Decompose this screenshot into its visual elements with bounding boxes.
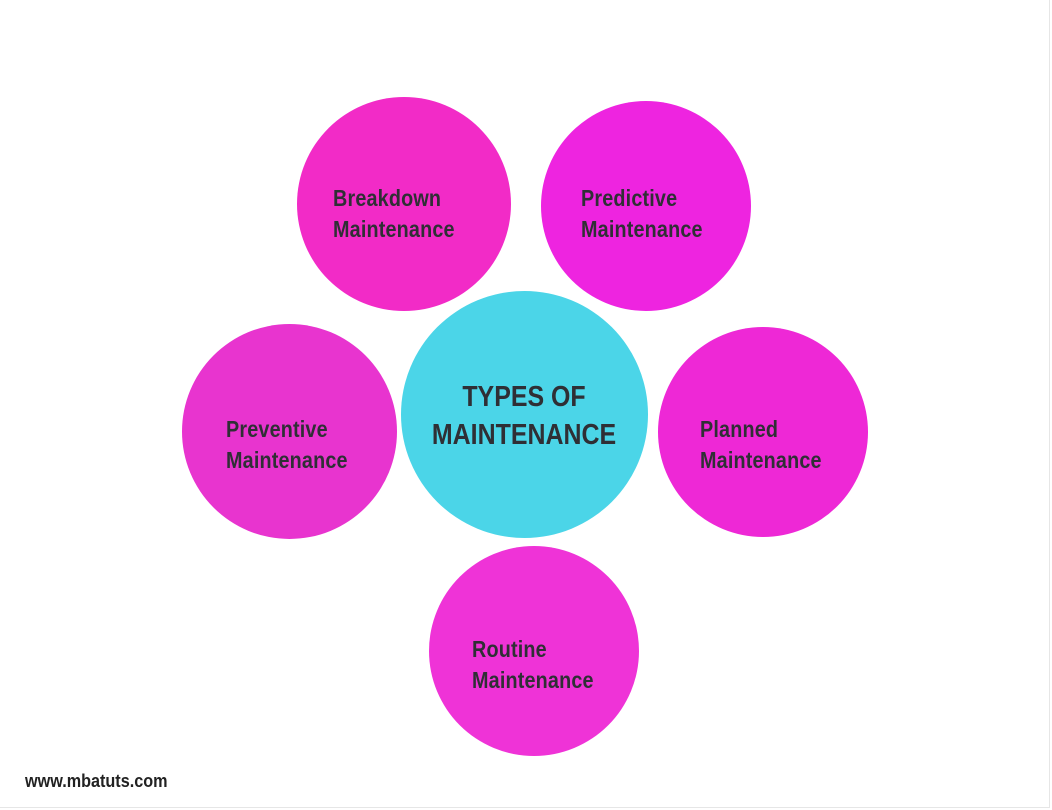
preventive-maintenance-circle — [182, 324, 397, 539]
routine-maintenance-circle — [429, 546, 639, 756]
center-title-line2: MAINTENANCE — [431, 419, 617, 451]
center-circle — [401, 291, 648, 538]
predictive-line2: Maintenance — [581, 216, 703, 242]
center-title: TYPES OF MAINTENANCE — [421, 378, 627, 454]
preventive-line1: Preventive — [226, 416, 328, 442]
planned-maintenance-circle — [658, 327, 868, 537]
breakdown-line1: Breakdown — [333, 185, 442, 211]
routine-maintenance-label: Routine Maintenance — [472, 634, 594, 696]
breakdown-maintenance-label: Breakdown Maintenance — [333, 183, 455, 245]
planned-line1: Planned — [700, 416, 779, 442]
breakdown-line2: Maintenance — [333, 216, 455, 242]
breakdown-maintenance-circle — [297, 97, 511, 311]
predictive-maintenance-circle — [541, 101, 751, 311]
center-title-line1: TYPES OF — [462, 381, 586, 413]
predictive-maintenance-label: Predictive Maintenance — [581, 183, 703, 245]
planned-maintenance-label: Planned Maintenance — [700, 414, 822, 476]
routine-line1: Routine — [472, 636, 547, 662]
planned-line2: Maintenance — [700, 447, 822, 473]
routine-line2: Maintenance — [472, 667, 594, 693]
predictive-line1: Predictive — [581, 185, 678, 211]
preventive-line2: Maintenance — [226, 447, 348, 473]
footer-url: www.mbatuts.com — [25, 771, 168, 791]
preventive-maintenance-label: Preventive Maintenance — [226, 414, 348, 476]
